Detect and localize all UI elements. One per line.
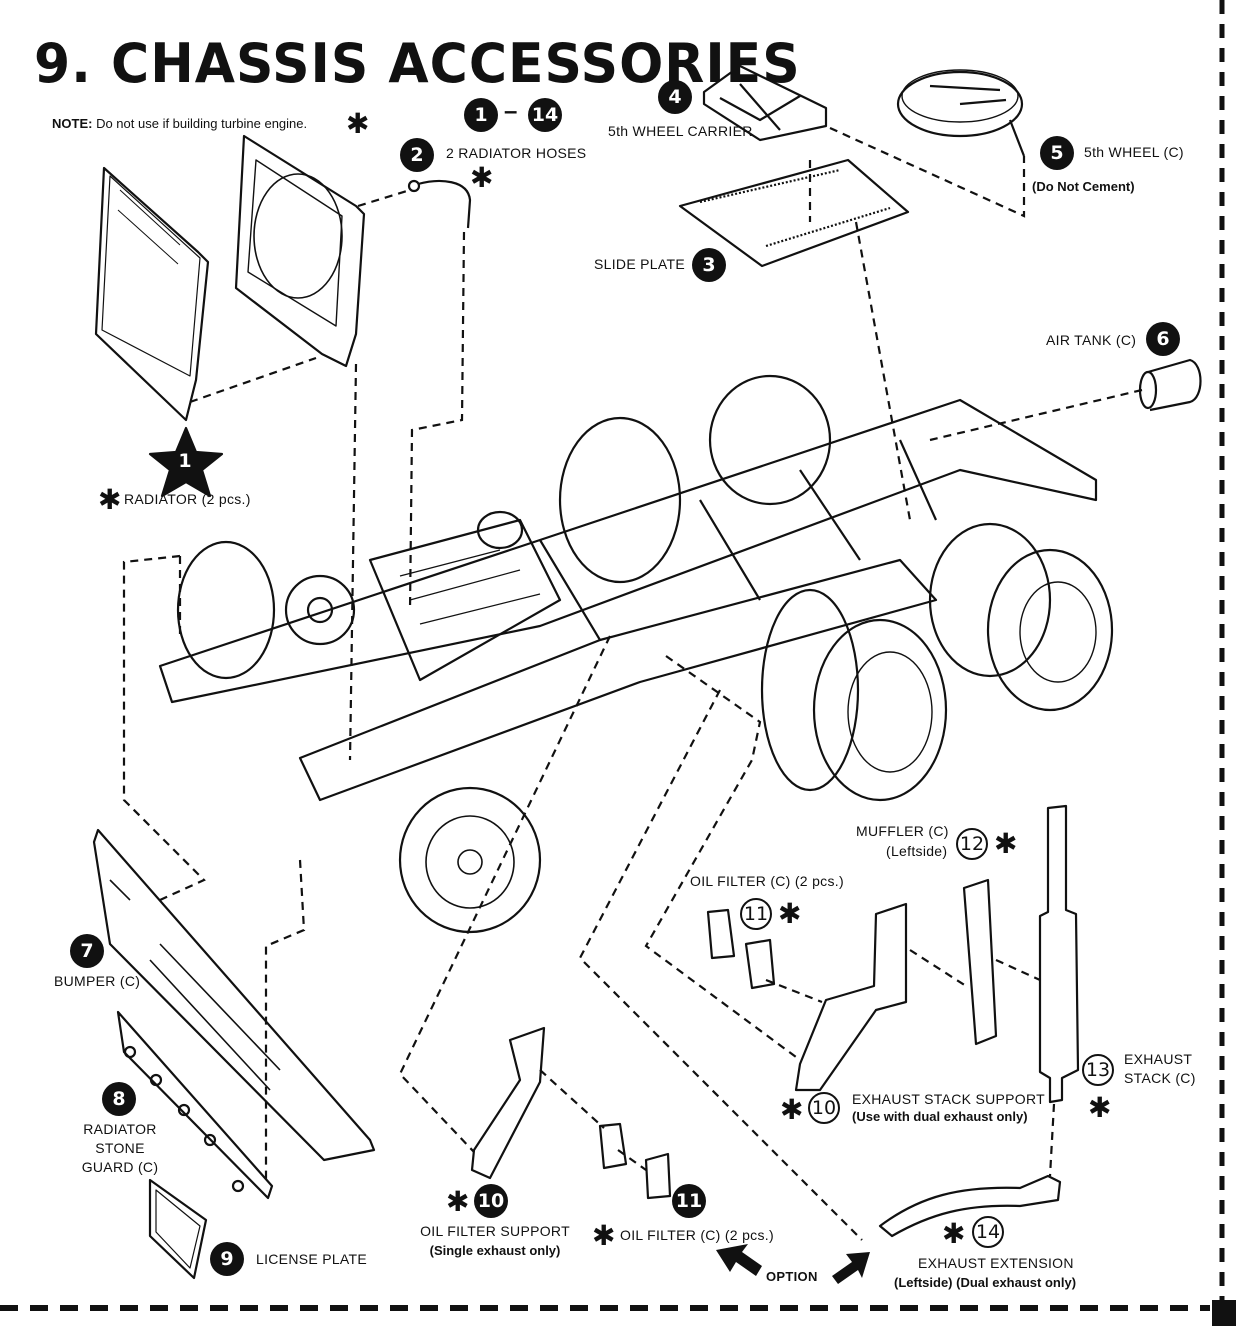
part-13-badge: 13	[1082, 1054, 1114, 1086]
exhaust-extension-part	[878, 1174, 1062, 1238]
air-tank-part	[1138, 358, 1202, 412]
part-5-note: (Do Not Cement)	[1032, 179, 1135, 194]
part-9-label: LICENSE PLATE	[256, 1251, 368, 1267]
part-11-dual-label: OIL FILTER (C) (2 pcs.)	[690, 873, 844, 889]
part-6-badge: 6	[1146, 322, 1180, 356]
part-12-badge: 12	[956, 828, 988, 860]
license-plate-part	[148, 1178, 208, 1280]
asterisk-muffler-icon: ✱	[994, 827, 1018, 860]
part-10-dual-badge: 10	[808, 1092, 840, 1124]
step-range-separator: –	[504, 98, 518, 125]
asterisk-stack-icon: ✱	[1088, 1091, 1112, 1124]
front-wheels	[176, 540, 542, 934]
note-body: Do not use if building turbine engine.	[96, 116, 308, 131]
step-end-badge: 14	[528, 98, 562, 132]
radiator-core-part	[234, 134, 366, 368]
note-text: NOTE: Do not use if building turbine eng…	[52, 116, 307, 131]
part-2-badge: 2	[400, 138, 434, 172]
asterisk-filter-support-icon: ✱	[446, 1185, 470, 1218]
part-6-label: AIR TANK (C)	[1046, 332, 1137, 348]
part-4-label: 5th WHEEL CARRIER	[608, 123, 753, 139]
part-14-badge: 14	[972, 1216, 1004, 1248]
part-11-single-badge: 11	[672, 1184, 706, 1218]
oil-filter-dual-part	[706, 908, 776, 990]
exhaust-stack-support-part	[794, 902, 908, 1092]
step-start-badge: 1	[464, 98, 498, 132]
part-9-badge: 9	[210, 1242, 244, 1276]
rear-wheels	[558, 374, 1114, 802]
asterisk-hoses-icon: ✱	[470, 161, 494, 194]
slide-plate-part	[678, 158, 910, 268]
part-11-dual-badge: 11	[740, 898, 772, 930]
radiator-front-part	[94, 166, 210, 422]
oil-filter-support-single-part	[470, 1026, 546, 1180]
part-14-label: EXHAUST EXTENSION	[918, 1255, 1074, 1271]
part-12-note: (Leftside)	[886, 843, 948, 859]
option-arrow-right	[832, 1252, 870, 1284]
option-arrow-left	[716, 1244, 762, 1276]
part-10-single-badge: 10	[474, 1184, 508, 1218]
part-1-badge: 1	[178, 450, 192, 472]
part-7-label: BUMPER (C)	[54, 973, 141, 989]
part-10-single-note: (Single exhaust only)	[429, 1243, 561, 1258]
part-4-badge: 4	[658, 80, 692, 114]
chassis-frame	[158, 398, 1098, 802]
part-12-label: MUFFLER (C)	[856, 823, 949, 839]
part-5-label: 5th WHEEL (C)	[1084, 144, 1184, 160]
part-1-label: RADIATOR (2 pcs.)	[124, 491, 251, 507]
part-11-single-label: OIL FILTER (C) (2 pcs.)	[620, 1227, 774, 1243]
part-8-label-line1: RADIATOR	[83, 1121, 157, 1137]
asterisk-stack-support-icon: ✱	[780, 1093, 804, 1126]
part-5-badge: 5	[1040, 136, 1074, 170]
star-shape	[148, 426, 224, 498]
part-10-dual-label: EXHAUST STACK SUPPORT	[852, 1091, 1046, 1107]
part-10-single-label: OIL FILTER SUPPORT	[420, 1223, 570, 1239]
part-14-note: (Leftside) (Dual exhaust only)	[894, 1275, 1077, 1290]
part-8-badge: 8	[102, 1082, 136, 1116]
part-13-label-line1: EXHAUST	[1124, 1051, 1193, 1067]
radiator-hose-part	[407, 179, 472, 229]
part-2-label: 2 RADIATOR HOSES	[446, 145, 587, 161]
part-8-label-line2: STONE	[95, 1140, 145, 1156]
oil-filter-single-part	[598, 1122, 672, 1200]
part-8-label-line3: GUARD (C)	[81, 1159, 159, 1175]
asterisk-oil-filter-dual-icon: ✱	[778, 897, 802, 930]
stone-guard-part	[116, 1010, 274, 1200]
muffler-part	[962, 878, 998, 1046]
part-3-label: SLIDE PLATE	[594, 256, 685, 272]
asterisk-extension-icon: ✱	[942, 1217, 966, 1250]
asterisk-radiator-icon: ✱	[98, 483, 122, 516]
part-7-badge: 7	[70, 934, 104, 968]
note-prefix: NOTE:	[52, 116, 93, 131]
exhaust-stack-part	[1038, 804, 1080, 1104]
option-label: OPTION	[766, 1269, 818, 1284]
part-3-badge: 3	[692, 248, 726, 282]
asterisk-note-icon: ✱	[346, 107, 370, 140]
part-10-dual-note: (Use with dual exhaust only)	[852, 1109, 1028, 1124]
asterisk-oil-filter-icon: ✱	[592, 1219, 616, 1252]
fifth-wheel-carrier-part	[702, 64, 828, 142]
engine-block	[284, 510, 562, 682]
bumper-part	[92, 828, 376, 1162]
part-13-label-line2: STACK (C)	[1124, 1070, 1196, 1086]
fifth-wheel-part	[896, 69, 1026, 157]
